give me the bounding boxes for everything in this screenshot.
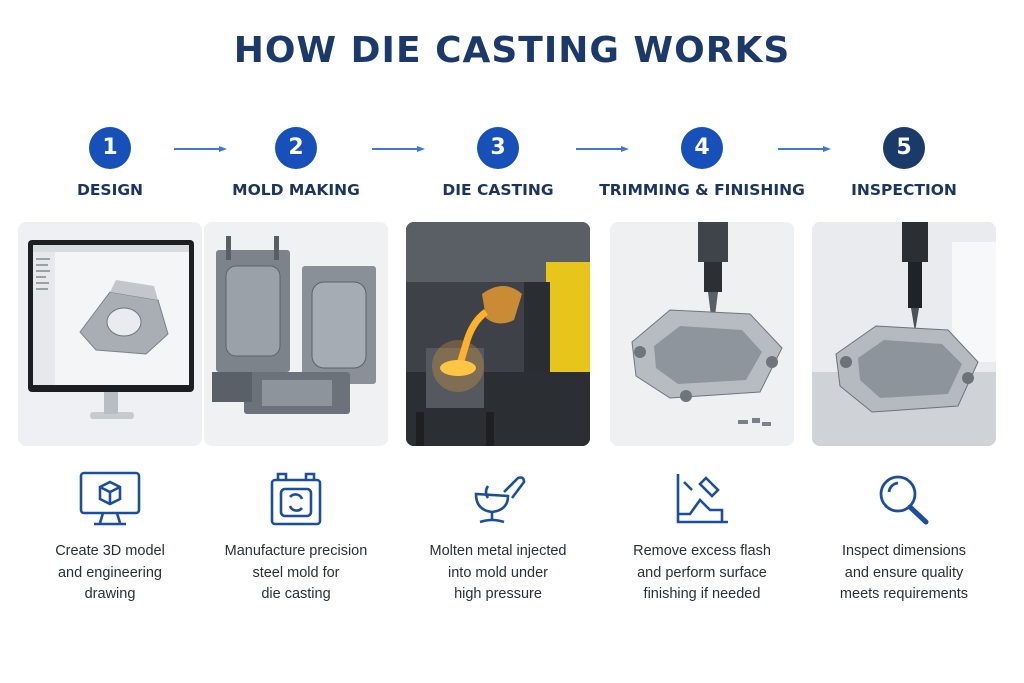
step-description: Remove excess flash and perform surface … (633, 543, 771, 602)
molten-metal-pouring-photo (406, 222, 590, 446)
step-number-badge: 1 (89, 127, 131, 169)
page-title: HOW DIE CASTING WORKS (233, 30, 791, 71)
monitor-cube-icon (79, 471, 141, 526)
step-mold-making: 2 MOLD MAKING Manufacture precision stee… (196, 0, 396, 683)
arrow-right-icon (372, 146, 425, 152)
trimming-tool-icon (676, 474, 728, 524)
step-number-badge: 4 (681, 127, 723, 169)
step-title: TRIMMING & FINISHING (599, 181, 805, 199)
step-description: Manufacture precision steel mold for die… (224, 543, 368, 602)
ladle-pour-icon (474, 476, 526, 524)
arrow-right-icon (576, 146, 629, 152)
computer-monitor-3d-model-photo (18, 222, 202, 446)
step-number-badge: 2 (275, 127, 317, 169)
machining-cast-part-photo (610, 222, 794, 446)
step-title: DESIGN (76, 181, 144, 199)
step-number-badge: 3 (477, 127, 519, 169)
step-description: Molten metal injected into mold under hi… (429, 543, 567, 602)
magnifier-icon (879, 475, 929, 525)
step-design: 1 DESIGN Create 3D model and engineering… (10, 0, 210, 683)
step-title: INSPECTION (851, 181, 957, 199)
arrow-right-icon (174, 146, 227, 152)
mold-icon (270, 472, 322, 526)
step-number-badge: 5 (883, 127, 925, 169)
step-title: MOLD MAKING (232, 181, 360, 199)
step-die-casting: 3 DIE CASTING Molten metal injected into… (398, 0, 598, 683)
step-inspection: 5 INSPECTION Inspect dimensions and ensu… (804, 0, 1004, 683)
arrow-right-icon (778, 146, 831, 152)
step-trimming-finishing: 4 TRIMMING & FINISHING Remove excess fla… (599, 0, 805, 683)
steel-mold-halves-photo (204, 222, 388, 446)
probe-inspection-photo (812, 222, 996, 446)
step-description: Create 3D model and engineering drawing (55, 543, 165, 602)
step-title: DIE CASTING (442, 181, 554, 199)
step-description: Inspect dimensions and ensure quality me… (839, 543, 969, 602)
